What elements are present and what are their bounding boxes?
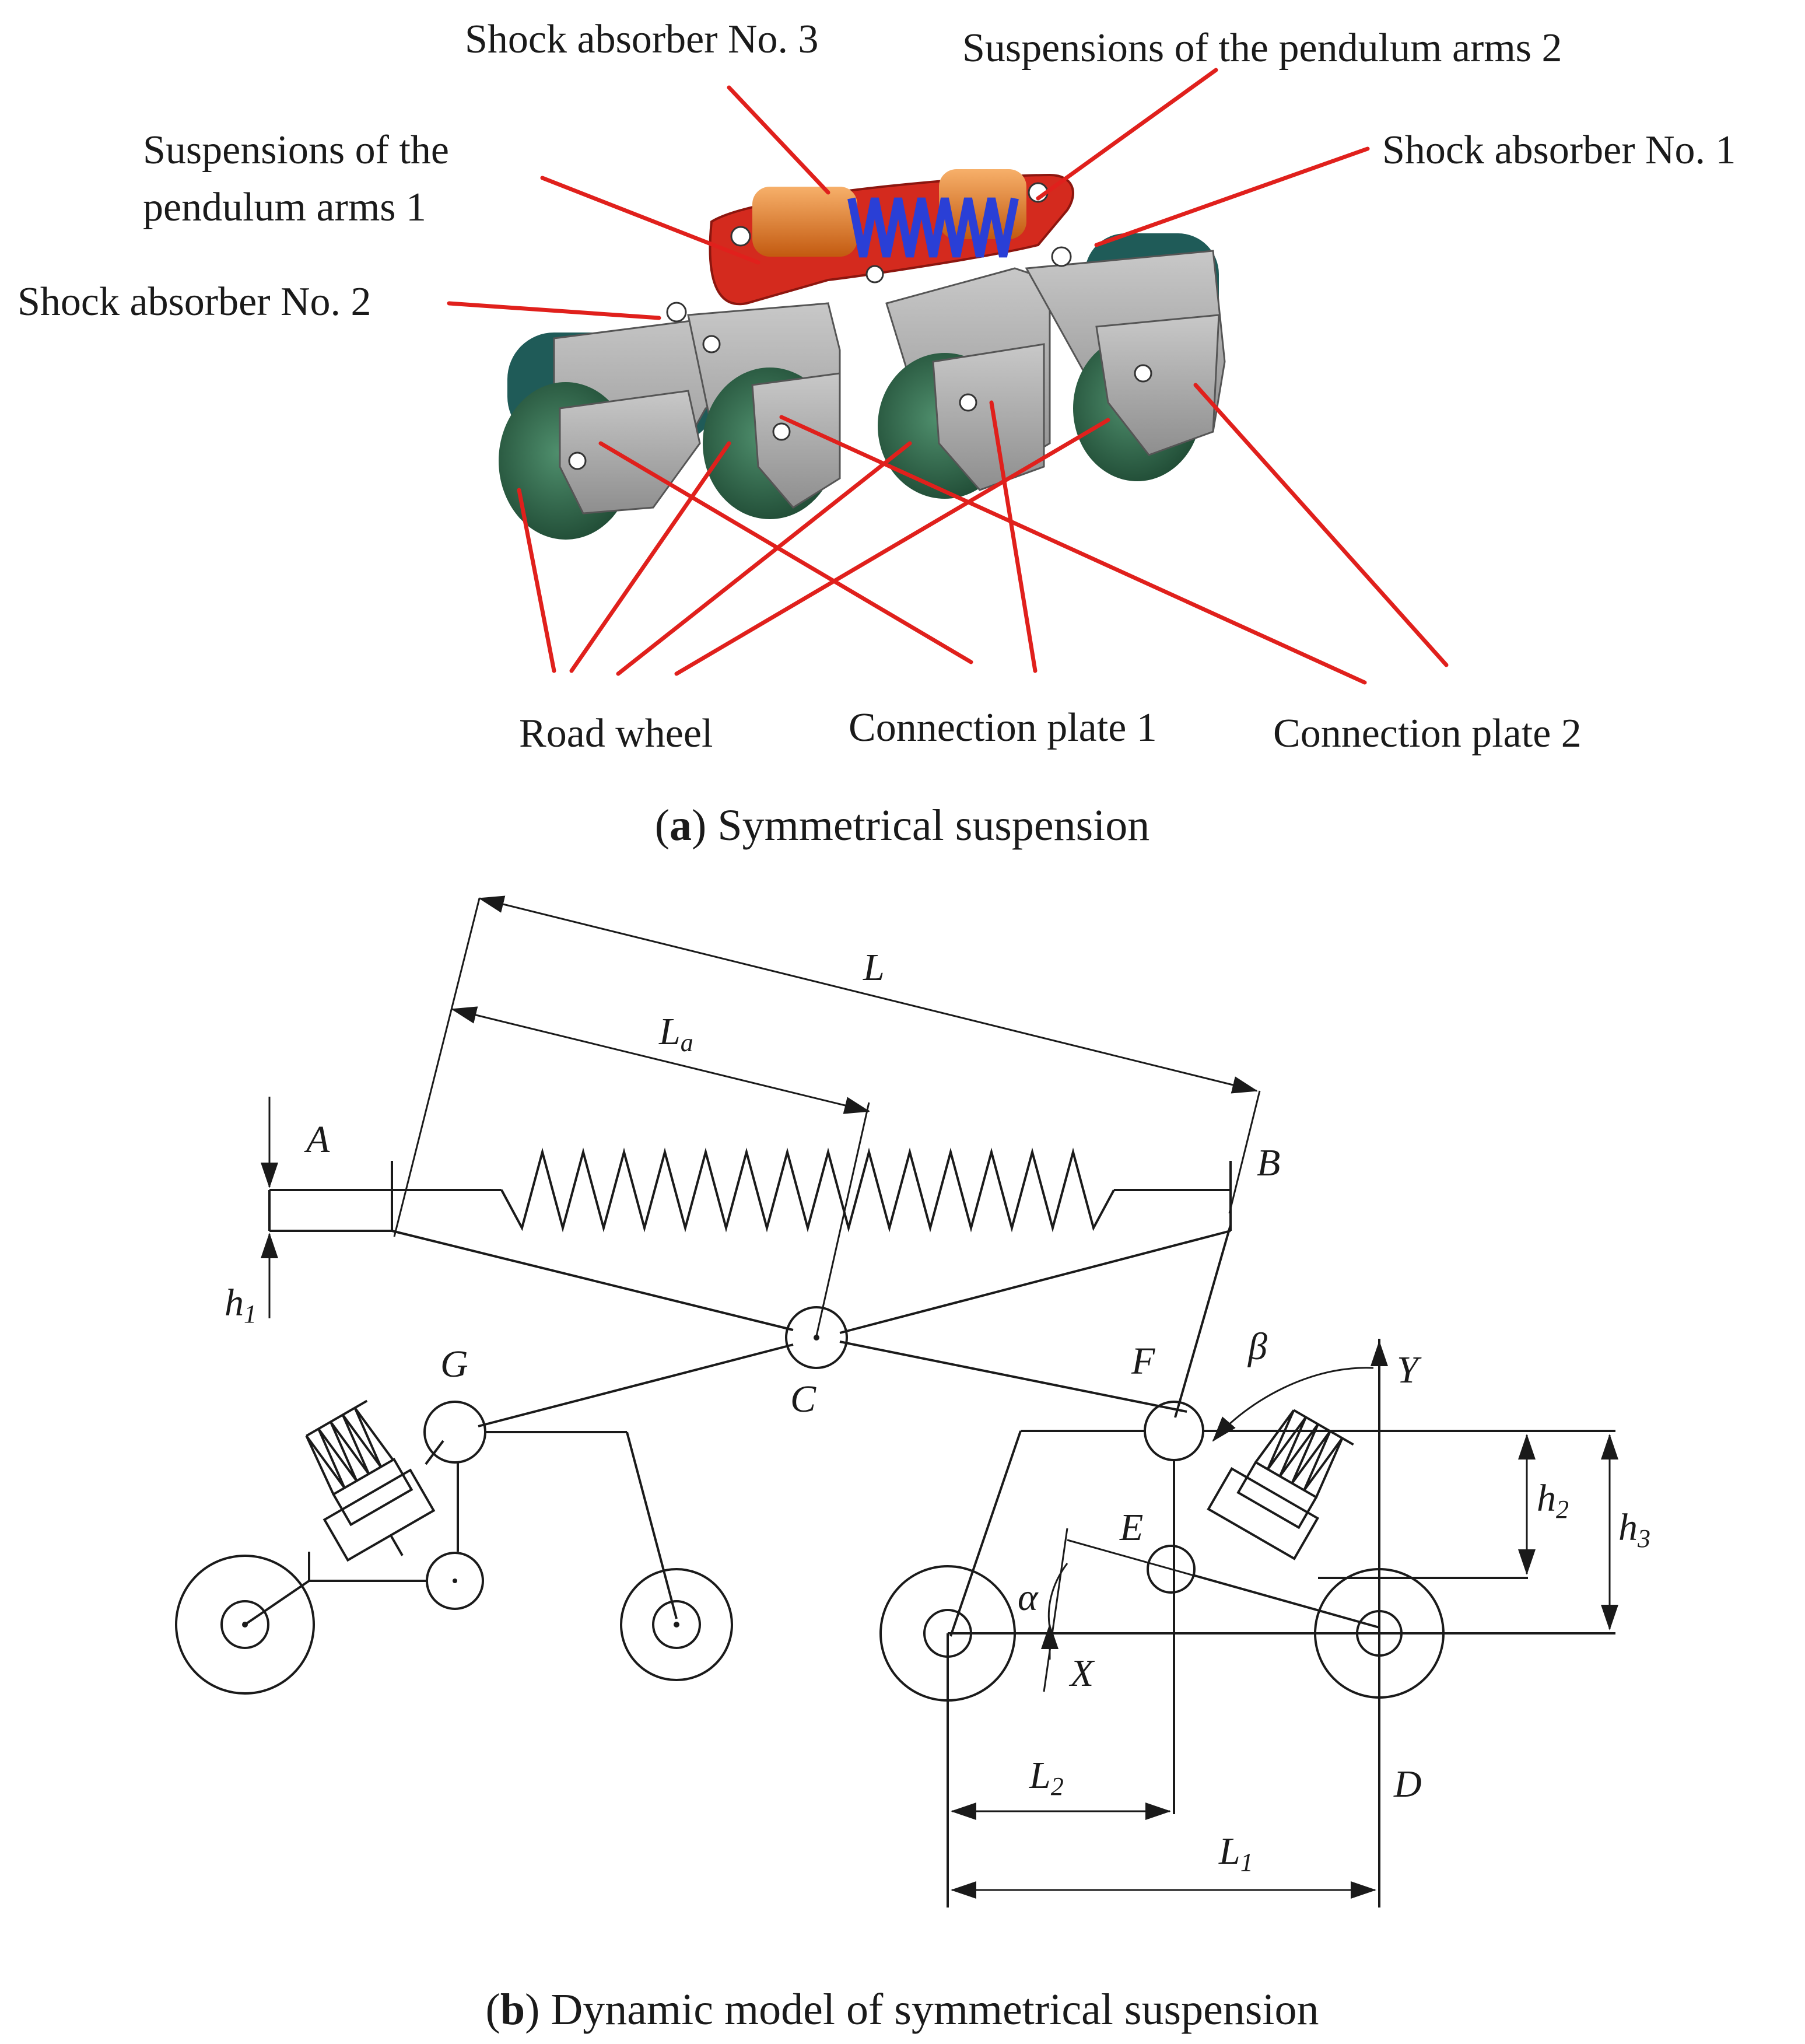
label-point-d: D <box>1393 1763 1422 1805</box>
label-pendulum-arms-2: Suspensions of the pendulum arms 2 <box>962 26 1562 71</box>
label-pendulum-arms-1-line1: Suspensions of the <box>143 128 449 173</box>
label-dim-h1: h1 <box>225 1282 257 1328</box>
length-dimensions <box>393 895 1261 1336</box>
caption-a: (a) Symmetrical suspension <box>655 801 1150 850</box>
crossing-links <box>391 1224 1232 1427</box>
front-plates <box>559 314 1220 514</box>
label-dim-h3: h3 <box>1618 1506 1650 1553</box>
label-axis-y: Y <box>1397 1349 1422 1391</box>
panel-b-model: A B C D E F G X Y α β L La h1 h2 h3 L2 L… <box>175 895 1650 2034</box>
left-shock-absorber <box>305 1399 436 1562</box>
label-point-b: B <box>1257 1142 1280 1184</box>
label-point-c: C <box>790 1378 816 1420</box>
label-road-wheel: Road wheel <box>519 711 713 756</box>
shock-absorber-3 <box>752 169 1026 258</box>
label-dim-l1: L1 <box>1218 1830 1253 1877</box>
label-shock-absorber-3: Shock absorber No. 3 <box>465 17 819 62</box>
joint-f <box>1144 1401 1204 1461</box>
label-dim-l2: L2 <box>1029 1754 1064 1801</box>
joint-e <box>1147 1545 1196 1594</box>
panel-a-model: Shock absorber No. 3 Suspensions of the … <box>17 17 1736 850</box>
label-dim-la: La <box>658 1010 693 1057</box>
leader-lines <box>447 68 1449 685</box>
label-point-g: G <box>440 1343 468 1385</box>
label-axis-x: X <box>1068 1652 1095 1695</box>
top-spring-element <box>268 1147 1232 1233</box>
left-bogie <box>175 1399 733 1695</box>
label-point-f: F <box>1131 1340 1155 1382</box>
label-shock-absorber-2: Shock absorber No. 2 <box>17 279 371 324</box>
joint-markers <box>568 182 1152 470</box>
caption-b: (b) Dynamic model of symmetrical suspens… <box>486 1985 1319 2034</box>
joint-c <box>785 1306 848 1369</box>
label-shock-absorber-1: Shock absorber No. 1 <box>1382 128 1736 173</box>
label-point-e: E <box>1119 1506 1143 1549</box>
label-connection-plate-1: Connection plate 1 <box>849 705 1157 750</box>
right-shock-absorber <box>1207 1409 1354 1560</box>
label-point-a: A <box>304 1118 330 1161</box>
right-bogie <box>879 1339 1618 1908</box>
top-spring <box>500 1147 1115 1233</box>
label-dim-h2: h2 <box>1537 1477 1569 1524</box>
label-connection-plate-2: Connection plate 2 <box>1273 711 1582 756</box>
label-alpha: α <box>1018 1576 1039 1619</box>
label-dim-l: L <box>863 946 885 989</box>
label-beta: β <box>1247 1325 1267 1368</box>
label-pendulum-arms-1-line2: pendulum arms 1 <box>143 185 426 230</box>
